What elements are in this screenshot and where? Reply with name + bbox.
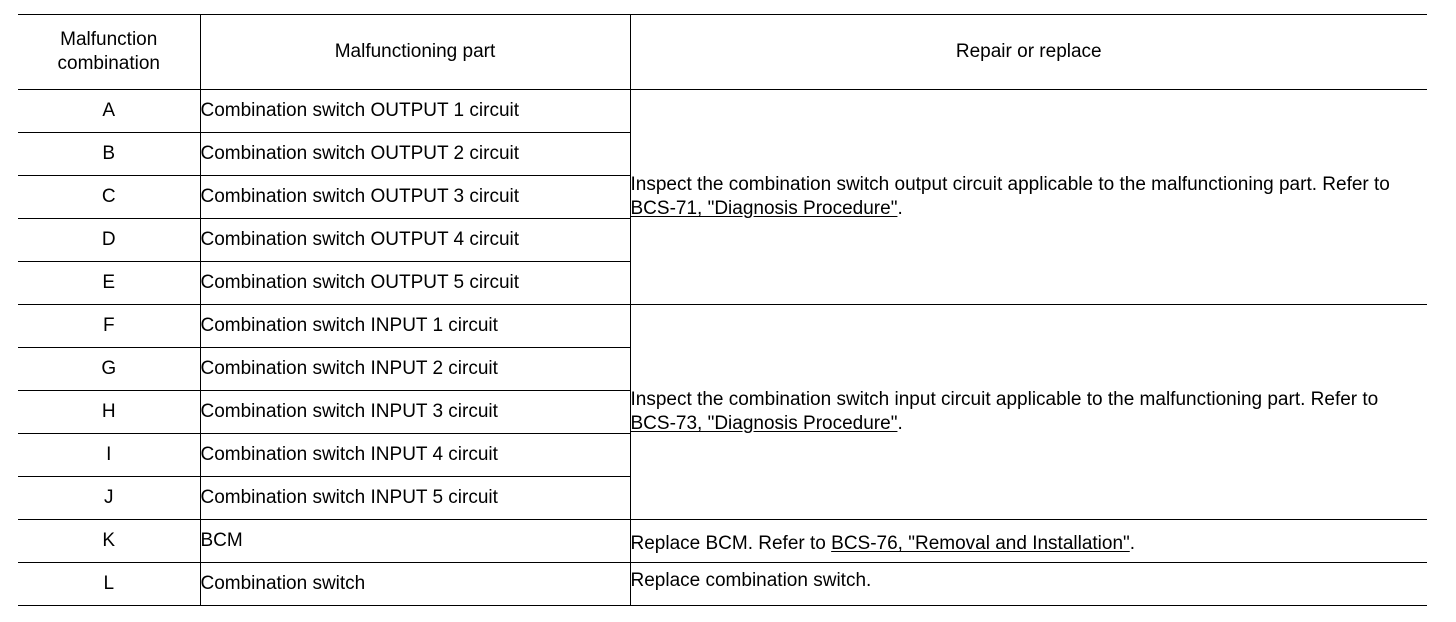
repair-bcm-text-before: Replace BCM. Refer to bbox=[630, 533, 832, 555]
cell-part: Combination switch INPUT 3 circuit bbox=[199, 390, 631, 434]
cell-part: Combination switch OUTPUT 4 circuit bbox=[199, 218, 631, 262]
cell-code: K bbox=[18, 519, 201, 563]
cell-code: G bbox=[18, 347, 201, 391]
table-row: H Combination switch INPUT 3 circuit bbox=[18, 390, 1427, 434]
column-header-malfunctioning-part: Malfunctioning part bbox=[199, 14, 631, 90]
column-header-malfunction-combination: Malfunction combination bbox=[18, 14, 201, 90]
repair-input-text: Inspect the combination switch input cir… bbox=[631, 388, 1428, 436]
repair-input-text-after: . bbox=[897, 413, 903, 434]
cell-code: H bbox=[18, 390, 201, 434]
cell-part: Combination switch INPUT 4 circuit bbox=[199, 433, 631, 477]
repair-bcm-text-after: . bbox=[1129, 533, 1136, 555]
table-header-row: Malfunction combination Malfunctioning p… bbox=[18, 14, 1427, 90]
table-row: L Combination switch Replace combination… bbox=[18, 562, 1427, 606]
cell-part: Combination switch OUTPUT 1 circuit bbox=[199, 89, 631, 133]
cell-code: B bbox=[18, 132, 201, 176]
table-row: D Combination switch OUTPUT 4 circuit bbox=[18, 218, 1427, 262]
cell-code: D bbox=[18, 218, 201, 262]
column-header-line-1: Malfunction bbox=[60, 29, 158, 51]
repair-output-text: Inspect the combination switch output ci… bbox=[631, 173, 1428, 221]
cell-repair-output: Inspect the combination switch output ci… bbox=[629, 89, 1428, 305]
table-row: E Combination switch OUTPUT 5 circuit bbox=[18, 261, 1427, 305]
cell-code: L bbox=[18, 562, 201, 606]
column-header-line-2: combination bbox=[57, 53, 160, 74]
table-row: J Combination switch INPUT 5 circuit bbox=[18, 476, 1427, 520]
link-bcs-73-diagnosis-procedure[interactable]: BCS-73, "Diagnosis Procedure" bbox=[630, 413, 898, 434]
repair-switch-text: Replace combination switch. bbox=[630, 570, 872, 591]
cell-code: J bbox=[18, 476, 201, 520]
repair-input-text-before: Inspect the combination switch input cir… bbox=[630, 389, 1379, 411]
repair-output-text-after: . bbox=[897, 198, 903, 219]
cell-repair-switch: Replace combination switch. bbox=[629, 562, 1427, 606]
table-row: F Combination switch INPUT 1 circuit Ins… bbox=[18, 304, 1427, 520]
cell-part: BCM bbox=[199, 519, 631, 563]
cell-code: E bbox=[18, 261, 201, 305]
cell-part: Combination switch INPUT 5 circuit bbox=[199, 476, 631, 520]
table-row: B Combination switch OUTPUT 2 circuit bbox=[18, 132, 1427, 176]
cell-repair-bcm: Replace BCM. Refer to BCS-76, "Removal a… bbox=[629, 519, 1428, 563]
table-row: K BCM Replace BCM. Refer to BCS-76, "Rem… bbox=[18, 519, 1428, 563]
repair-output-text-before: Inspect the combination switch output ci… bbox=[630, 174, 1390, 196]
cell-part: Combination switch OUTPUT 5 circuit bbox=[199, 261, 631, 305]
table-row: I Combination switch INPUT 4 circuit bbox=[18, 433, 1427, 477]
link-bcs-71-diagnosis-procedure[interactable]: BCS-71, "Diagnosis Procedure" bbox=[630, 198, 898, 219]
cell-code: F bbox=[18, 304, 201, 348]
cell-part: Combination switch OUTPUT 2 circuit bbox=[199, 132, 631, 176]
cell-part: Combination switch bbox=[199, 562, 631, 606]
cell-part: Combination switch INPUT 2 circuit bbox=[199, 347, 631, 391]
cell-code: I bbox=[18, 433, 201, 477]
table-row: A Combination switch OUTPUT 1 circuit In… bbox=[18, 89, 1427, 305]
link-bcs-76-removal-and-installation[interactable]: BCS-76, "Removal and Installation" bbox=[831, 533, 1130, 555]
cell-part: Combination switch INPUT 1 circuit bbox=[199, 304, 631, 348]
column-header-repair-or-replace: Repair or replace bbox=[629, 14, 1427, 90]
cell-code: C bbox=[18, 175, 201, 219]
cell-repair-input: Inspect the combination switch input cir… bbox=[629, 304, 1428, 520]
repair-bcm-text: Replace BCM. Refer to BCS-76, "Removal a… bbox=[631, 532, 1428, 556]
malfunction-combination-table: Malfunction combination Malfunctioning p… bbox=[18, 14, 1427, 606]
cell-code: A bbox=[18, 89, 201, 133]
table-row: G Combination switch INPUT 2 circuit bbox=[18, 347, 1427, 391]
cell-part: Combination switch OUTPUT 3 circuit bbox=[199, 175, 631, 219]
